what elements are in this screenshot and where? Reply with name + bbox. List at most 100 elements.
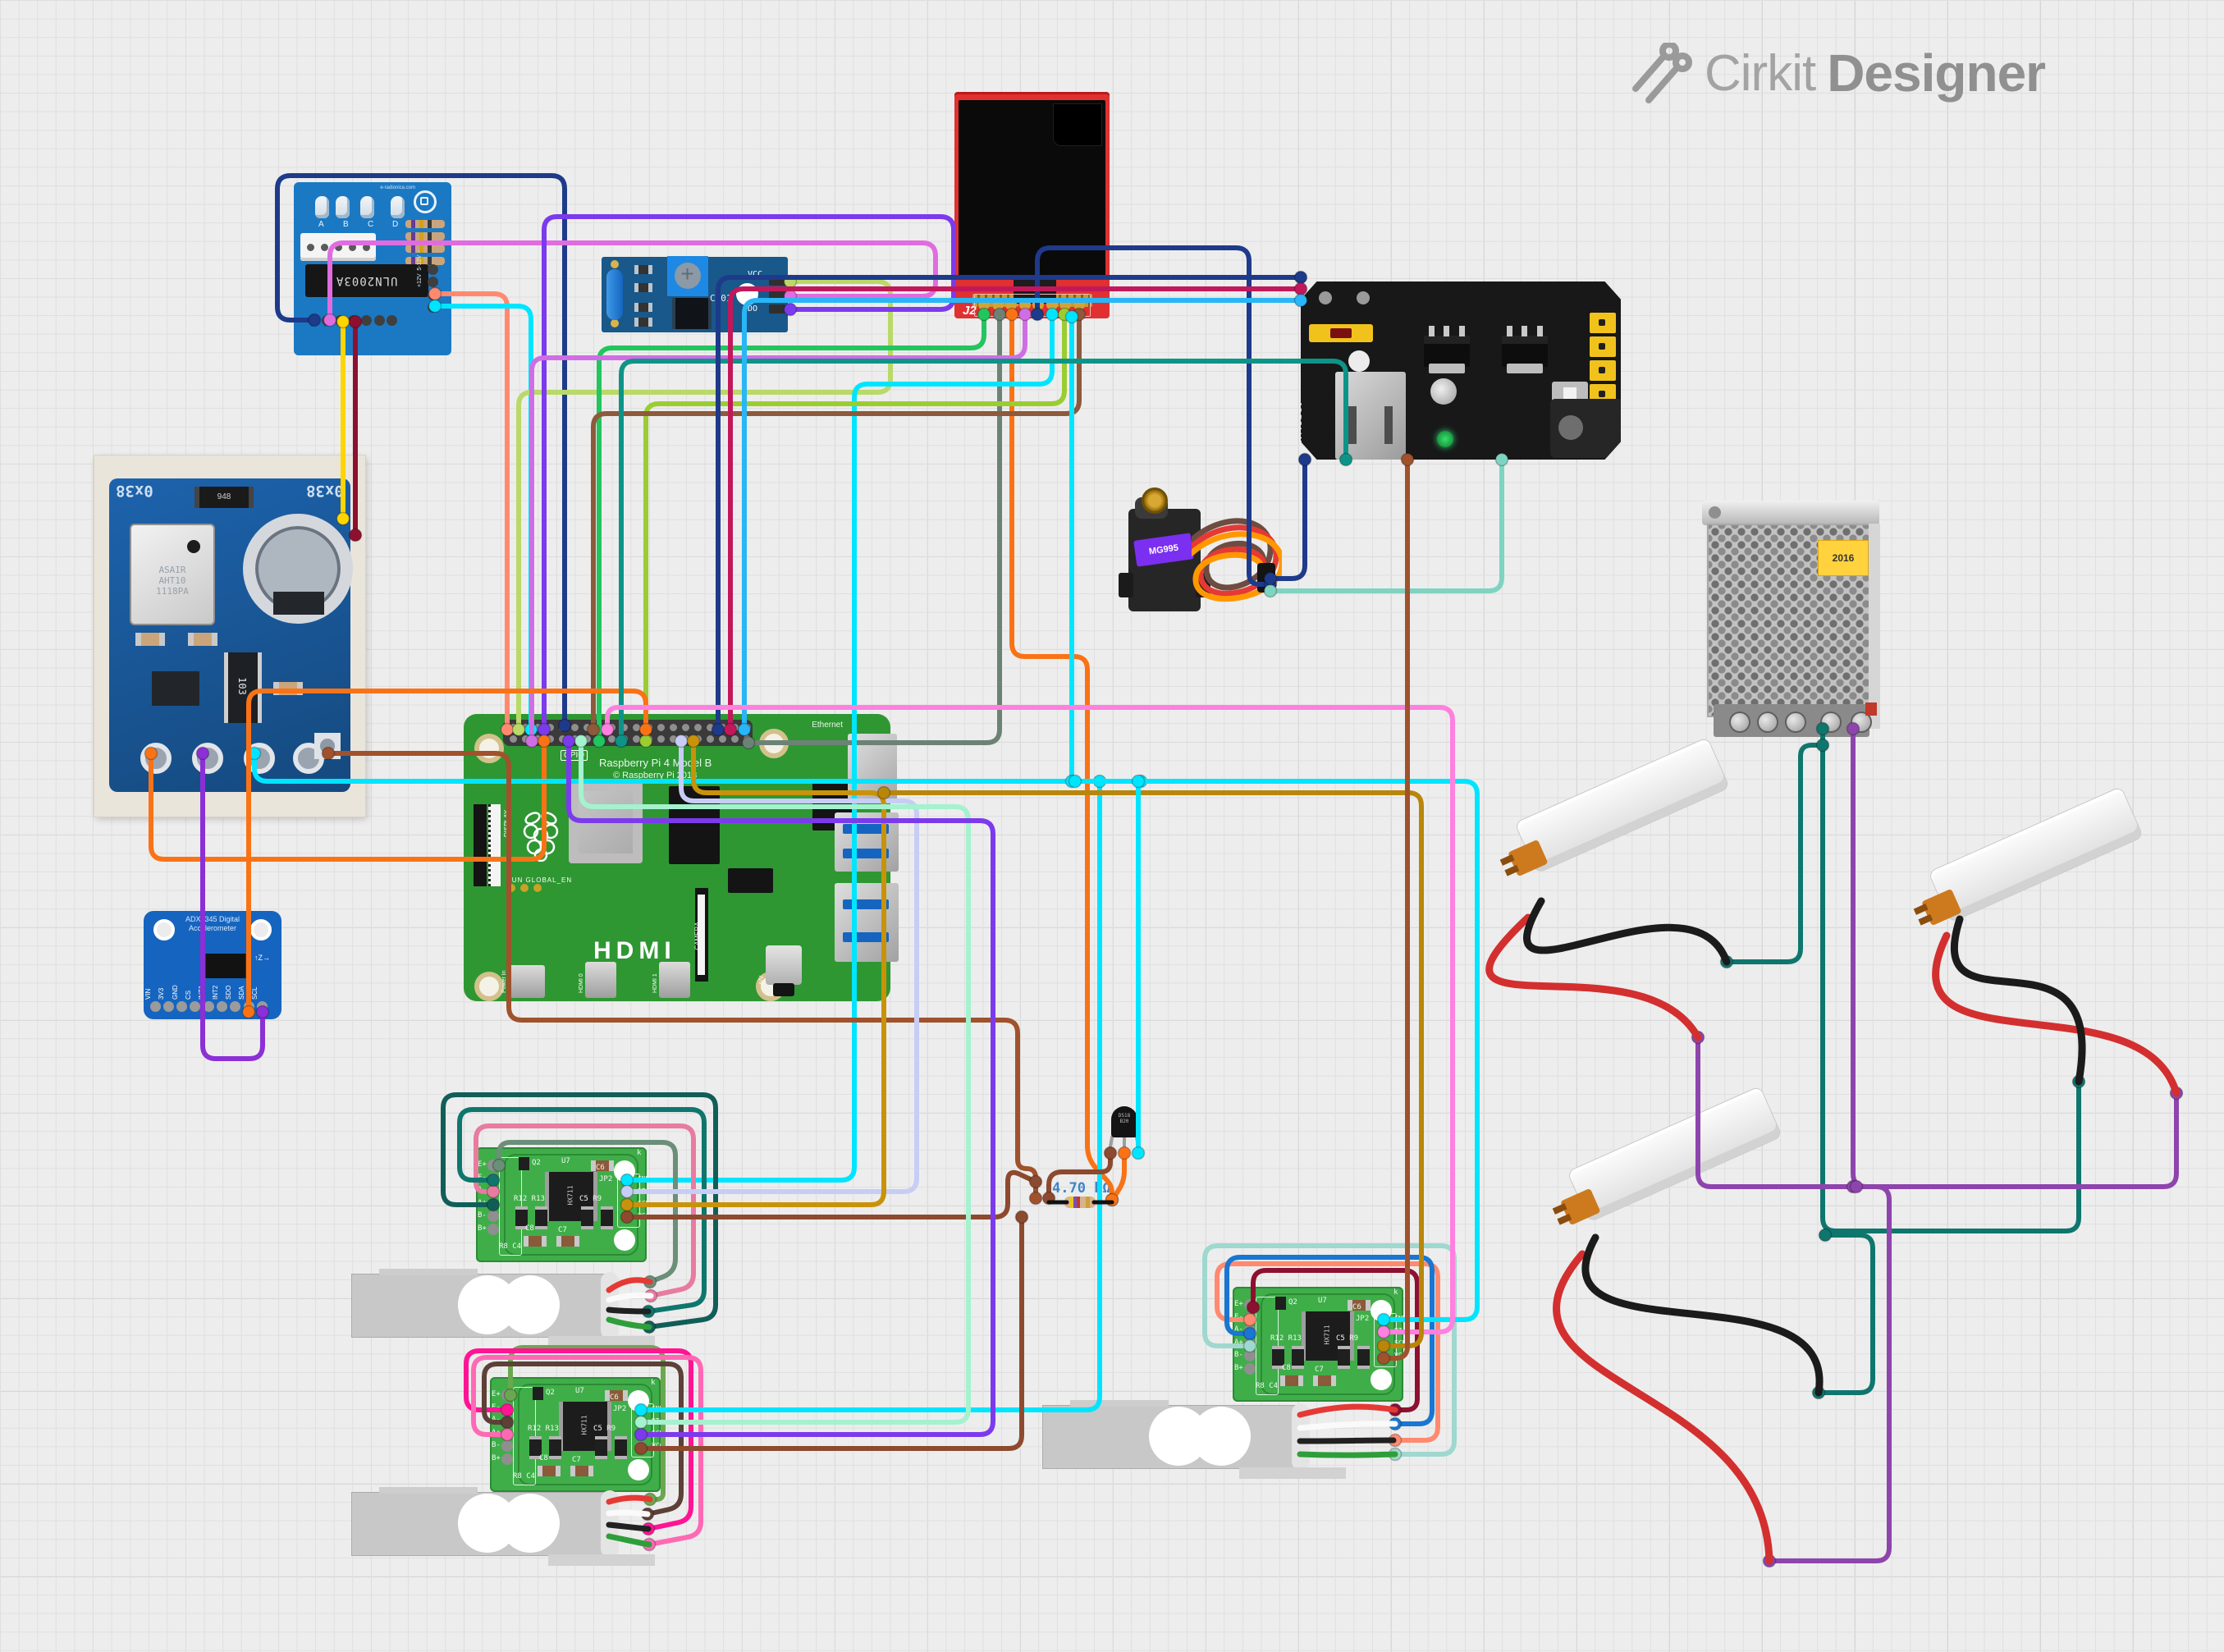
- pin[interactable]: [487, 1197, 499, 1210]
- pin[interactable]: [243, 1000, 254, 1012]
- pin[interactable]: [501, 1453, 513, 1465]
- usb2-ports[interactable]: [835, 883, 899, 962]
- pin[interactable]: [635, 1429, 647, 1440]
- pin-gnd[interactable]: [769, 291, 785, 300]
- pin[interactable]: [487, 1185, 499, 1197]
- pin[interactable]: [681, 723, 689, 731]
- pin[interactable]: [730, 723, 739, 731]
- usb-a-port[interactable]: [1335, 372, 1406, 460]
- servo-motor[interactable]: MG995: [1119, 487, 1210, 611]
- pin[interactable]: [583, 734, 591, 743]
- pin[interactable]: [360, 314, 372, 326]
- pin[interactable]: [322, 314, 333, 326]
- pin[interactable]: [533, 723, 542, 731]
- gpio-header[interactable]: [503, 720, 753, 746]
- pin[interactable]: [1378, 1314, 1389, 1325]
- ethernet-port[interactable]: [848, 734, 897, 801]
- pin[interactable]: [521, 723, 529, 731]
- pullup-resistor[interactable]: [1064, 1197, 1096, 1208]
- pin[interactable]: [309, 314, 320, 326]
- side-pad[interactable]: [314, 733, 341, 759]
- pin[interactable]: [230, 1000, 241, 1012]
- pin[interactable]: [427, 263, 438, 275]
- pin[interactable]: [1244, 1311, 1256, 1324]
- voltage-jumper[interactable]: [1309, 324, 1373, 342]
- pin[interactable]: [546, 734, 554, 743]
- pin[interactable]: [501, 1440, 513, 1453]
- pin[interactable]: [1244, 1363, 1256, 1375]
- pin[interactable]: [558, 723, 566, 731]
- pin[interactable]: [620, 734, 628, 743]
- pin[interactable]: [595, 723, 603, 731]
- pin[interactable]: [607, 723, 615, 731]
- psu-terminal-block[interactable]: [1714, 704, 1872, 737]
- pin[interactable]: [978, 299, 990, 310]
- pin[interactable]: [521, 734, 529, 743]
- heating-element-3[interactable]: [1552, 1085, 1784, 1235]
- pin[interactable]: [1244, 1325, 1256, 1337]
- pin[interactable]: [1378, 1351, 1389, 1362]
- pin[interactable]: [520, 884, 529, 892]
- pin[interactable]: [657, 723, 665, 731]
- av-jack[interactable]: [766, 945, 802, 996]
- pin[interactable]: [558, 734, 566, 743]
- pin[interactable]: [1244, 1350, 1256, 1362]
- heating-element-2[interactable]: [1913, 785, 2145, 936]
- pin[interactable]: [706, 734, 714, 743]
- pin[interactable]: [1073, 299, 1085, 310]
- pin[interactable]: [635, 1441, 647, 1453]
- hdmi0-port[interactable]: [585, 962, 616, 998]
- pin-hole[interactable]: [140, 743, 172, 774]
- pin[interactable]: [621, 1199, 633, 1210]
- pin[interactable]: [501, 1402, 513, 1414]
- vibration-sensor-board[interactable]: C-01 VCC ≡ DO: [602, 256, 788, 332]
- pin[interactable]: [1244, 1337, 1256, 1349]
- trim-potentiometer[interactable]: [667, 256, 708, 296]
- pin[interactable]: [501, 1389, 513, 1401]
- pin[interactable]: [533, 734, 542, 743]
- pin[interactable]: [256, 1000, 268, 1012]
- pin[interactable]: [533, 884, 542, 892]
- pin-hole[interactable]: [192, 743, 223, 774]
- pin[interactable]: [162, 1000, 174, 1012]
- pin[interactable]: [373, 314, 385, 326]
- pin[interactable]: [427, 277, 438, 287]
- pin[interactable]: [546, 723, 554, 731]
- servo-connector[interactable]: [1257, 563, 1275, 593]
- pin[interactable]: [501, 1415, 513, 1427]
- pin[interactable]: [1244, 1299, 1256, 1311]
- pin[interactable]: [693, 723, 702, 731]
- pin[interactable]: [595, 734, 603, 743]
- pin[interactable]: [387, 314, 398, 326]
- pin[interactable]: [635, 1416, 647, 1428]
- dc-barrel-jack[interactable]: [1550, 399, 1621, 458]
- usb3-ports[interactable]: [835, 812, 899, 872]
- pin[interactable]: [635, 1404, 647, 1416]
- pin[interactable]: [693, 734, 702, 743]
- pin[interactable]: [743, 734, 751, 743]
- heating-element-1[interactable]: [1499, 736, 1732, 886]
- pin[interactable]: [1046, 299, 1058, 310]
- pin[interactable]: [487, 1172, 499, 1184]
- breadboard-power-module[interactable]: YwRobot: [1301, 281, 1621, 460]
- pin[interactable]: [149, 1000, 161, 1012]
- switching-power-supply[interactable]: 2016: [1702, 501, 1880, 739]
- pin-vcc[interactable]: [769, 277, 785, 286]
- pin[interactable]: [991, 299, 1004, 310]
- pin[interactable]: [644, 723, 652, 731]
- pin[interactable]: [607, 734, 615, 743]
- pin[interactable]: [1018, 299, 1031, 310]
- pin[interactable]: [347, 314, 359, 326]
- pin[interactable]: [335, 314, 346, 326]
- pin[interactable]: [501, 1427, 513, 1439]
- pin[interactable]: [509, 723, 517, 731]
- pin[interactable]: [644, 734, 652, 743]
- pin[interactable]: [427, 302, 438, 313]
- load-cell-2[interactable]: [351, 1487, 657, 1566]
